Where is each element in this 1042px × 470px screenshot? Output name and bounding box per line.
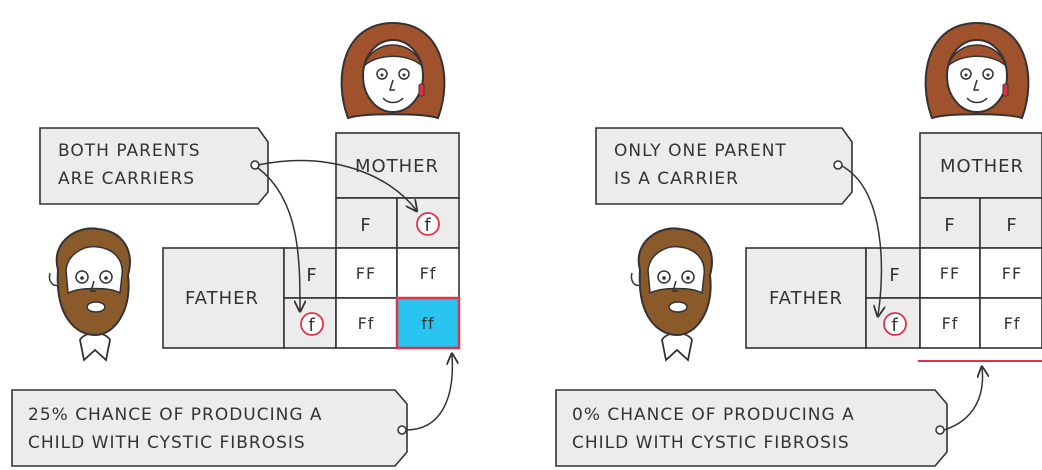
callout-both-carriers-line2: ARE CARRIERS — [58, 169, 195, 189]
mother-label-right: MOTHER — [940, 156, 1024, 177]
father-allele-right-2: f — [891, 315, 898, 336]
father-icon — [48, 227, 131, 362]
callout-both-carriers-line1: BOTH PARENTS — [58, 141, 201, 161]
punnett-table-right: MOTHER F F FATHER F f FF FF Ff Ff — [745, 132, 1042, 362]
callout-both-carriers: BOTH PARENTS ARE CARRIERS — [39, 127, 269, 205]
cell-2-1: Ff — [358, 314, 375, 333]
father-allele-right-1: F — [889, 265, 900, 286]
cell-right-1-2: FF — [1002, 264, 1022, 283]
callout-0-percent: 0% CHANCE OF PRODUCING A CHILD WITH CYST… — [555, 389, 948, 467]
callout-one-carrier-line2: IS A CARRIER — [614, 169, 739, 189]
cell-right-2-2: Ff — [1004, 314, 1021, 333]
cell-2-2: ff — [421, 314, 434, 333]
cell-1-2: Ff — [420, 264, 437, 283]
callout-25-line1: 25% CHANCE OF PRODUCING A — [28, 405, 323, 425]
callout-0-line1: 0% CHANCE OF PRODUCING A — [572, 405, 855, 425]
mother-allele-1: F — [360, 215, 371, 236]
mother-label: MOTHER — [355, 156, 439, 177]
mother-icon-right — [924, 21, 1030, 120]
father-label-right: FATHER — [769, 288, 843, 309]
punnett-table-left: MOTHER F f FATHER F f FF Ff Ff ff — [162, 132, 461, 350]
cell-1-1: FF — [356, 264, 376, 283]
highlight-cell-ff — [395, 296, 461, 350]
callout-one-carrier: ONLY ONE PARENT IS A CARRIER — [595, 127, 853, 205]
mother-allele-right-2: F — [1006, 215, 1017, 236]
father-allele-1: F — [306, 265, 317, 286]
callout-25-percent: 25% CHANCE OF PRODUCING A CHILD WITH CYS… — [11, 389, 408, 467]
mother-icon — [340, 21, 446, 120]
right-panel: ONLY ONE PARENT IS A CARRIER MOTHER F F … — [555, 21, 1042, 467]
father-allele-2: f — [308, 315, 315, 336]
mother-allele-2: f — [424, 215, 431, 236]
callout-25-line2: CHILD WITH CYSTIC FIBROSIS — [28, 433, 306, 453]
callout-one-carrier-line1: ONLY ONE PARENT — [614, 141, 787, 161]
cell-right-1-1: FF — [940, 264, 960, 283]
cell-right-2-1: Ff — [942, 314, 959, 333]
father-icon-right — [630, 227, 713, 362]
father-label: FATHER — [185, 288, 259, 309]
left-panel: BOTH PARENTS ARE CARRIERS MOTHER F f FAT… — [11, 21, 461, 467]
mother-allele-right-1: F — [944, 215, 955, 236]
callout-0-line2: CHILD WITH CYSTIC FIBROSIS — [572, 433, 850, 453]
